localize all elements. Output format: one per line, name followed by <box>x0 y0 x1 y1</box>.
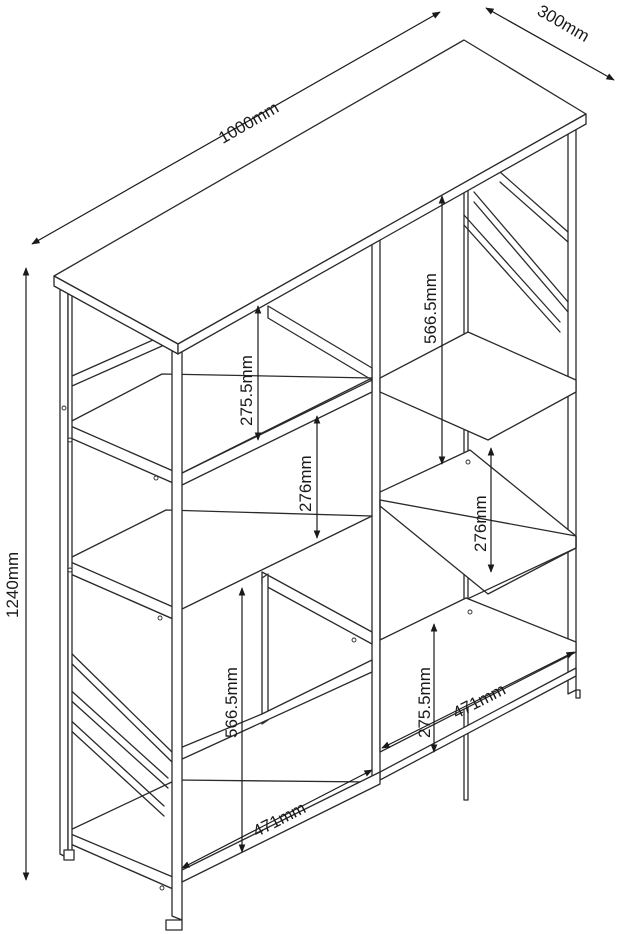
upper-left-gap-label: 275.5mm <box>237 355 256 426</box>
left-lower-shelf <box>179 659 373 761</box>
upper-right-braces <box>463 171 569 333</box>
mid-left-gap-label: 276mm <box>296 455 315 512</box>
dimension-mid-left-gap: 276mm <box>296 415 321 539</box>
left-mid-shelf <box>65 509 373 623</box>
right-mid-shelf <box>379 449 577 641</box>
screw-holes <box>61 405 473 891</box>
dimension-upper-right-gap: 566.5mm <box>421 195 446 465</box>
upper-right-gap-label: 566.5mm <box>421 273 440 344</box>
tabletop <box>53 39 587 355</box>
lower-left-gap-label: 566.5mm <box>222 667 241 738</box>
bottom-shelf <box>65 779 373 893</box>
right-upper-shelf <box>379 331 577 441</box>
width-label: 1000mm <box>215 98 282 148</box>
dimension-upper-left-gap: 275.5mm <box>237 305 262 441</box>
center-divider <box>179 305 373 725</box>
left-side-braces <box>65 335 173 817</box>
left-upper-shelf <box>65 373 373 487</box>
height-label: 1240mm <box>3 552 22 618</box>
dimension-height: 1240mm <box>3 267 30 881</box>
dimension-mid-right-gap: 276mm <box>471 447 495 573</box>
depth-label: 300mm <box>534 1 593 46</box>
right-lower-shelf <box>379 597 577 753</box>
mid-right-gap-label: 276mm <box>471 495 490 552</box>
